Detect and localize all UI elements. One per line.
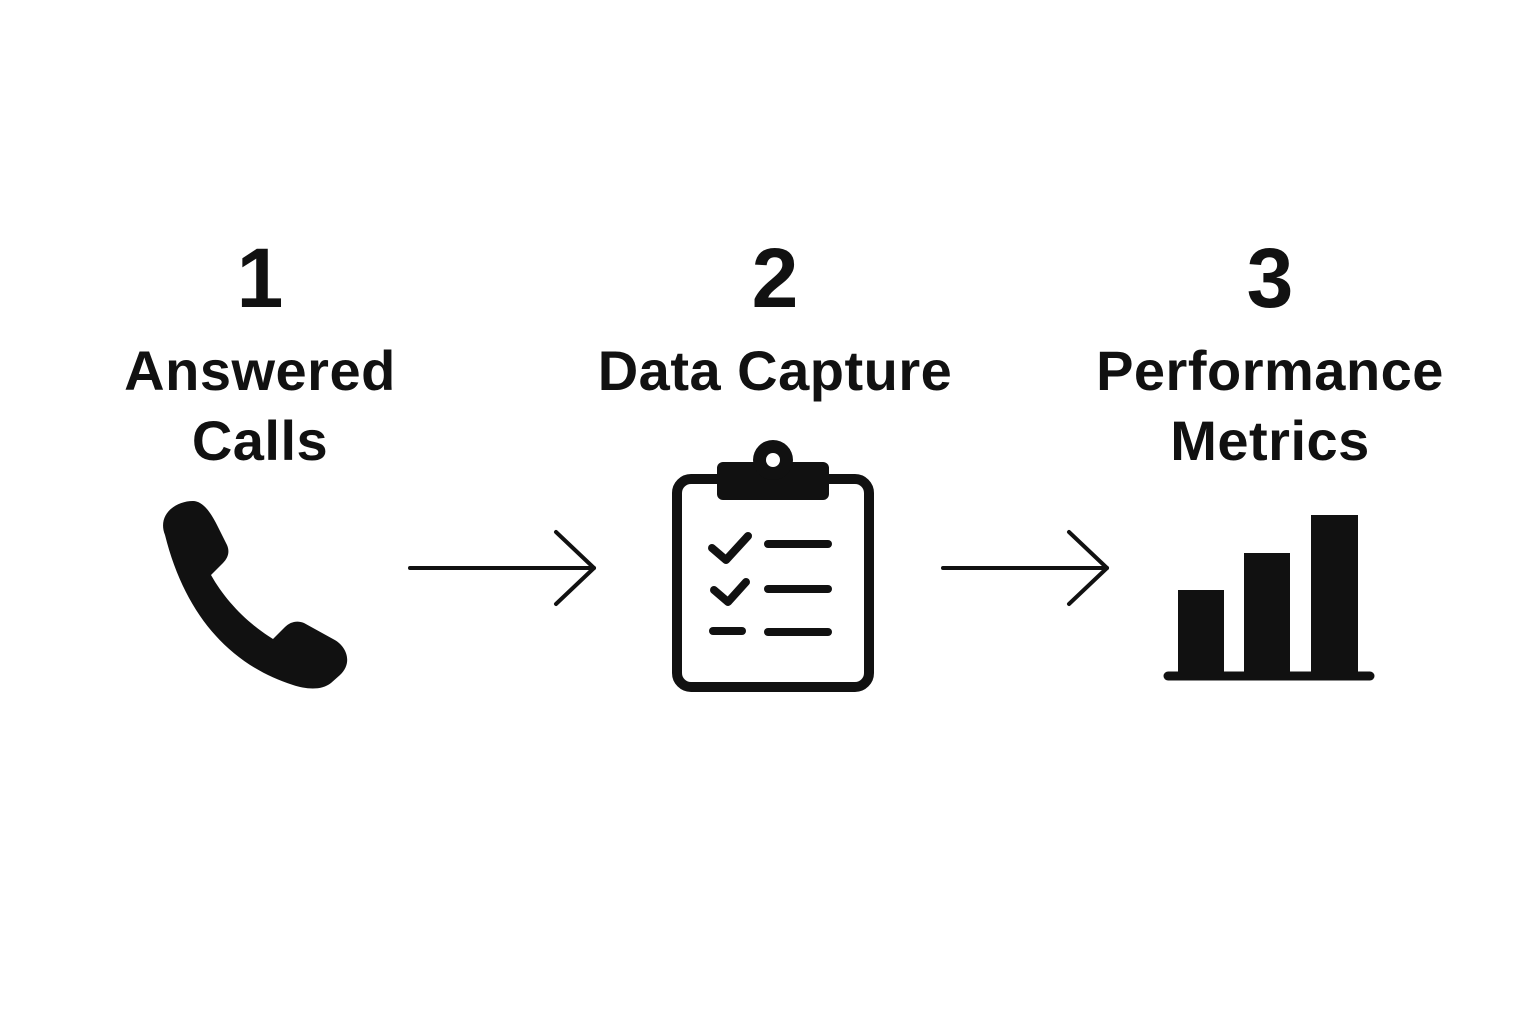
step-number: 1 — [236, 231, 284, 325]
clipboard-checklist-icon — [668, 438, 878, 698]
arrow-right-icon — [941, 528, 1117, 608]
bar-chart-icon — [1160, 510, 1380, 690]
step-title: Answered Calls — [124, 339, 396, 472]
step-title: Data Capture — [597, 339, 953, 402]
step-number: 3 — [1246, 231, 1294, 325]
step-title: Performance Metrics — [1096, 339, 1444, 472]
step-number: 2 — [751, 231, 799, 325]
phone-icon — [155, 495, 355, 695]
arrow-right-icon — [408, 528, 604, 608]
